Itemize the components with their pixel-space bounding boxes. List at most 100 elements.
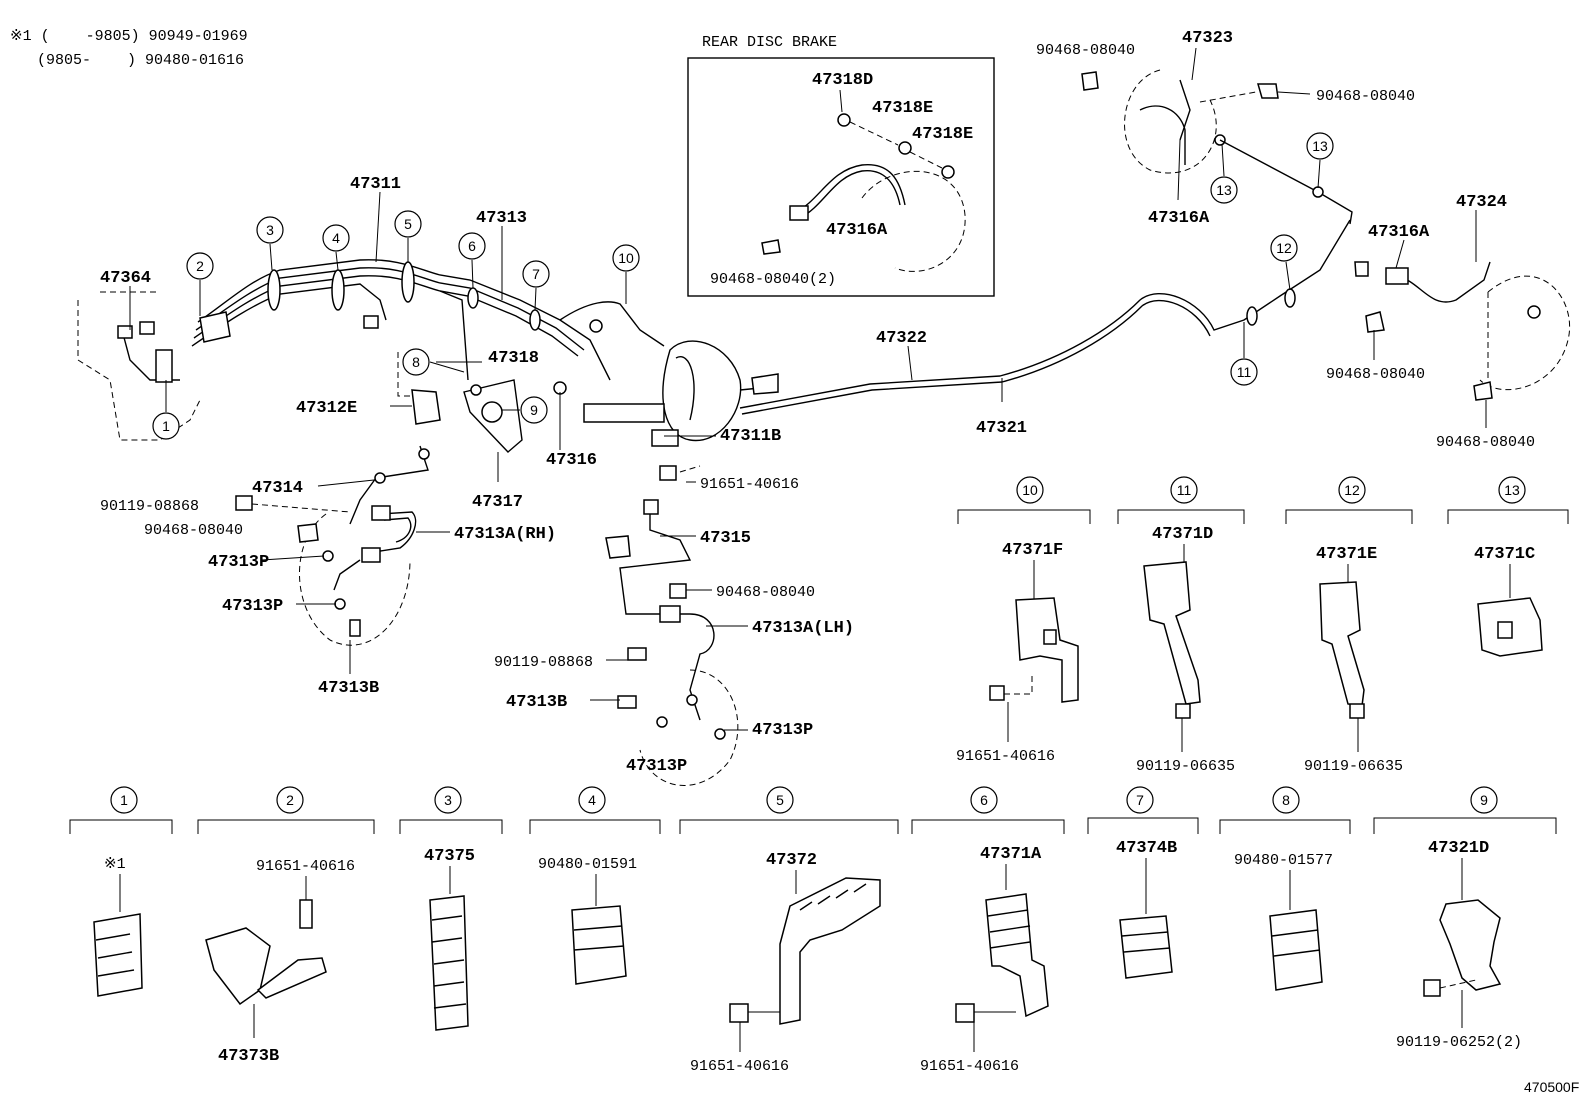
clamp-panel-11: 11 47371D 90119-06635: [1117, 476, 1245, 775]
label-47315: 47315: [700, 529, 751, 548]
clamp-12-part: 47371E: [1316, 545, 1377, 564]
label-47316A-right: 47316A: [1368, 223, 1430, 242]
svg-text:8: 8: [412, 354, 420, 370]
callout-2: 2: [186, 252, 214, 316]
label-47313: 47313: [476, 209, 527, 228]
callout-5: 5: [394, 210, 422, 262]
footnote-line-2: (9805- ) 90480-01616: [10, 52, 244, 69]
label-47313P-b: 47313P: [222, 597, 283, 616]
clamp-panel-4: 4 90480-01591: [529, 786, 661, 985]
callout-9: 9: [502, 396, 548, 424]
svg-text:12: 12: [1344, 482, 1360, 498]
clamp-10-bolt: 91651-40616: [956, 748, 1055, 765]
clamp-11-part: 47371D: [1152, 525, 1213, 544]
callout-12: 12: [1270, 234, 1298, 291]
clamp-panel-9: 9 47321D 90119-06252(2): [1373, 786, 1557, 1051]
label-47313A-LH: 47313A(LH): [752, 619, 854, 638]
callout-13a: 13: [1210, 143, 1238, 204]
clamp-panel-13: 13 47371C: [1447, 476, 1569, 657]
callout-13b: 13: [1306, 132, 1334, 189]
right-rear-brake-drawing: [1354, 261, 1570, 401]
clamp-8-part: 90480-01577: [1234, 852, 1333, 869]
label-47313B-b: 47313B: [506, 693, 567, 712]
label-47311B: 47311B: [720, 427, 781, 446]
label-47323: 47323: [1182, 29, 1233, 48]
callout-1: 1: [152, 380, 180, 440]
svg-text:3: 3: [444, 792, 452, 808]
clamp-panel-6: 6 47371A 91651-40616: [911, 786, 1065, 1075]
inset-drawing: [761, 113, 966, 272]
clamp-panel-12: 12 47371E 90119-06635: [1285, 476, 1413, 775]
clamp-11-bolt: 90119-06635: [1136, 758, 1235, 775]
clamp-9-part: 47321D: [1428, 839, 1489, 858]
svg-text:2: 2: [286, 792, 294, 808]
clamp-1-part: ※1: [104, 856, 126, 873]
clamp-4-part: 90480-01591: [538, 856, 637, 873]
label-47322: 47322: [876, 329, 927, 348]
label-47313P-d: 47313P: [626, 757, 687, 776]
label-90468-08040-tr: 90468-08040: [1316, 88, 1415, 105]
clamp-panel-7: 7 47374B: [1087, 786, 1199, 979]
main-tube-bundle: [77, 259, 611, 441]
svg-text:1: 1: [162, 418, 170, 434]
leader-lines: [129, 47, 1487, 731]
rear-brake-tube: [739, 219, 1351, 415]
svg-text:4: 4: [332, 230, 340, 246]
svg-text:7: 7: [532, 266, 540, 282]
label-47317: 47317: [472, 493, 523, 512]
callout-4: 4: [322, 224, 350, 271]
clamp-5-bolt: 91651-40616: [690, 1058, 789, 1075]
inset-title: REAR DISC BRAKE: [702, 34, 837, 51]
label-90468-08040-b: 90468-08040: [716, 584, 815, 601]
footnote-line-1: ※1 ( -9805) 90949-01969: [10, 28, 248, 45]
label-47311: 47311: [350, 175, 401, 194]
label-90468-08040-a: 90468-08040: [144, 522, 243, 539]
svg-text:13: 13: [1504, 482, 1520, 498]
label-47313B-a: 47313B: [318, 679, 379, 698]
clamp-panel-8: 8 90480-01577: [1219, 786, 1351, 991]
label-47314: 47314: [252, 479, 303, 498]
label-47316A-top: 47316A: [1148, 209, 1210, 228]
svg-text:8: 8: [1282, 792, 1290, 808]
front-lh-brake-drawing: [605, 465, 739, 786]
clamp-9-bolt: 90119-06252(2): [1396, 1034, 1522, 1051]
label-91651-40616-a: 91651-40616: [700, 476, 799, 493]
svg-text:13: 13: [1216, 182, 1232, 198]
label-47312E: 47312E: [296, 399, 357, 418]
svg-text:6: 6: [980, 792, 988, 808]
svg-text:12: 12: [1276, 240, 1292, 256]
svg-text:7: 7: [1136, 792, 1144, 808]
label-47313P-a: 47313P: [208, 553, 269, 572]
label-90468-08040-r1: 90468-08040: [1326, 366, 1425, 383]
clamp-panel-3: 3 47375: [399, 786, 503, 1031]
label-47318D: 47318D: [812, 71, 873, 90]
label-90468-08040-r2: 90468-08040: [1436, 434, 1535, 451]
clamp-panel-2: 2 91651-40616 47373B: [197, 786, 375, 1066]
svg-text:4: 4: [588, 792, 596, 808]
label-90119-08868-a: 90119-08868: [100, 498, 199, 515]
clamp-2-part: 47373B: [218, 1047, 279, 1066]
label-90119-08868-b: 90119-08868: [494, 654, 593, 671]
label-47318: 47318: [488, 349, 539, 368]
upper-right-brake-drawing: [1081, 69, 1353, 225]
svg-text:10: 10: [618, 250, 634, 266]
label-47318E-2: 47318E: [912, 125, 973, 144]
clamp-12-bolt: 90119-06635: [1304, 758, 1403, 775]
master-cylinder-booster: [553, 301, 779, 447]
svg-text:9: 9: [1480, 792, 1488, 808]
inset-frame: [687, 57, 995, 297]
figure-id: 470500F: [1524, 1079, 1579, 1095]
svg-text:11: 11: [1237, 364, 1252, 380]
bracket-47317: [463, 379, 523, 482]
svg-text:6: 6: [468, 238, 476, 254]
label-47316: 47316: [546, 451, 597, 470]
label-90468-08040-tl: 90468-08040: [1036, 42, 1135, 59]
label-47316A-inset: 47316A: [826, 221, 888, 240]
svg-text:5: 5: [776, 792, 784, 808]
clamp-6-bolt: 91651-40616: [920, 1058, 1019, 1075]
svg-text:10: 10: [1022, 482, 1038, 498]
callout-3: 3: [256, 216, 284, 271]
callout-7: 7: [522, 260, 550, 311]
clamp-7-part: 47374B: [1116, 839, 1177, 858]
